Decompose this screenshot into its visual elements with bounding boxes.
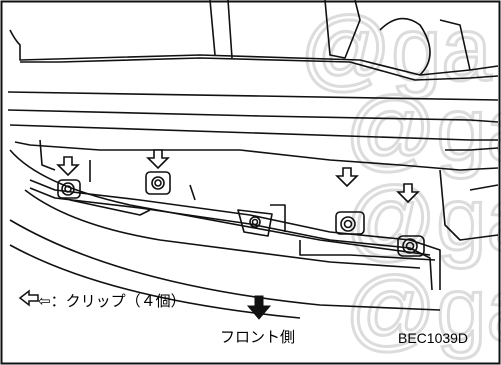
watermark-text-2: @ga (345, 80, 501, 180)
clip-arrow-icon (146, 149, 170, 170)
figure-code: BEC1039D (398, 330, 469, 346)
clip-arrow-icon (56, 156, 80, 177)
clip-4 (335, 211, 365, 235)
watermark-text-1: @ga (300, 0, 492, 100)
clip-2 (145, 171, 171, 195)
clip-3 (249, 216, 261, 228)
clip-arrow-icon (335, 167, 359, 188)
clip-legend: ⇦：クリップ（４個） (38, 292, 186, 310)
clip-arrows (56, 149, 420, 204)
clips (57, 171, 425, 257)
clip-arrow-icon (18, 289, 39, 307)
front-direction-arrow-icon (246, 295, 272, 320)
watermark: @ga @ga @ga @ga (299, 0, 501, 362)
front-side-label: フロント側 (220, 328, 296, 346)
clip-arrow-icon (396, 183, 420, 204)
clip-1 (57, 179, 81, 199)
clip-5 (397, 235, 425, 257)
vehicle-body-lines (7, 0, 499, 319)
